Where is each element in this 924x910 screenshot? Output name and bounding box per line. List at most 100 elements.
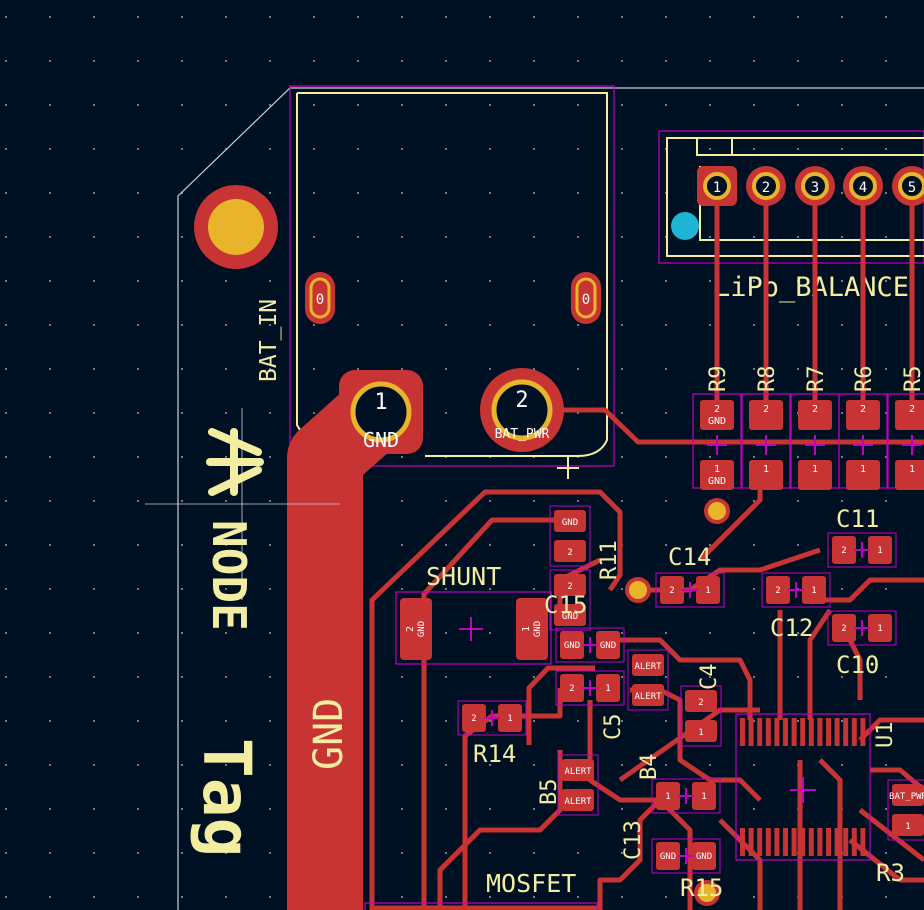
shunt-pad-2[interactable] bbox=[516, 598, 548, 660]
pad-label: 1 bbox=[507, 714, 512, 724]
ic-pin[interactable] bbox=[843, 828, 849, 856]
ref-c14: C14 bbox=[668, 543, 711, 571]
ic-pin[interactable] bbox=[765, 828, 771, 856]
smd-pad[interactable] bbox=[632, 654, 664, 676]
smd-pad[interactable] bbox=[554, 510, 586, 532]
balance-pin-number: 5 bbox=[908, 180, 916, 196]
smd-pad[interactable] bbox=[802, 576, 826, 604]
ic-pin[interactable] bbox=[834, 828, 840, 856]
smd-pad[interactable] bbox=[656, 782, 680, 810]
ic-pin[interactable] bbox=[740, 718, 745, 746]
smd-pad[interactable] bbox=[868, 614, 892, 642]
ic-pin[interactable] bbox=[765, 718, 771, 746]
pad-number: 1 bbox=[714, 464, 720, 475]
ic-pin[interactable] bbox=[740, 828, 745, 856]
ic-pin[interactable] bbox=[817, 718, 823, 746]
smd-pad[interactable] bbox=[685, 690, 717, 712]
ic-pin[interactable] bbox=[783, 828, 788, 856]
ic-pin[interactable] bbox=[800, 718, 806, 746]
ref-r6: R6 bbox=[852, 366, 877, 393]
ic-pin[interactable] bbox=[851, 828, 857, 856]
ic-pin[interactable] bbox=[783, 718, 788, 746]
ic-pin[interactable] bbox=[774, 828, 780, 856]
ic-pin[interactable] bbox=[748, 718, 754, 746]
ic-pin[interactable] bbox=[860, 718, 866, 746]
ic-pin[interactable] bbox=[808, 828, 814, 856]
svg-text:GND: GND bbox=[417, 621, 427, 637]
smd-pad[interactable] bbox=[562, 759, 594, 781]
mosfet-courtyard bbox=[364, 902, 598, 910]
ic-center-marker bbox=[790, 777, 816, 803]
smd-pad[interactable] bbox=[892, 784, 924, 806]
smd-pad[interactable] bbox=[554, 540, 586, 562]
pad-label: ALERT bbox=[564, 797, 592, 807]
smd-pad[interactable] bbox=[692, 842, 716, 870]
pad-number: 1 bbox=[909, 464, 915, 475]
smd-pad[interactable] bbox=[462, 704, 486, 732]
resistor-pad-bottom[interactable] bbox=[846, 460, 880, 490]
smd-pad[interactable] bbox=[554, 574, 586, 596]
ref-r7: R7 bbox=[804, 366, 829, 393]
mount-right-label: 0 bbox=[582, 292, 590, 308]
gnd-pour-label: GND bbox=[306, 698, 352, 770]
resistor-pad-bottom[interactable] bbox=[798, 460, 832, 490]
smd-pad[interactable] bbox=[685, 720, 717, 742]
ic-u1 bbox=[735, 713, 871, 861]
ic-pin[interactable] bbox=[808, 718, 814, 746]
smd-pad[interactable] bbox=[832, 536, 856, 564]
smd-pad[interactable] bbox=[692, 782, 716, 810]
pad-label: 1 bbox=[811, 586, 816, 596]
ic-pin[interactable] bbox=[826, 718, 831, 746]
resistor-pad-top[interactable] bbox=[700, 400, 734, 430]
pad-number: 2 bbox=[860, 404, 866, 415]
svg-text:2: 2 bbox=[405, 626, 416, 632]
ic-pin[interactable] bbox=[791, 828, 797, 856]
ic-pin[interactable] bbox=[757, 828, 763, 856]
pad-label: GND bbox=[562, 518, 578, 528]
resistor-pad-bottom[interactable] bbox=[700, 460, 734, 490]
pad-label: GND bbox=[660, 852, 676, 862]
smd-pad[interactable] bbox=[660, 576, 684, 604]
smd-pad[interactable] bbox=[562, 789, 594, 811]
smd-pad[interactable] bbox=[892, 814, 924, 836]
resistor-pad-bottom[interactable] bbox=[895, 460, 924, 490]
smd-pad[interactable] bbox=[596, 674, 620, 702]
smd-pad[interactable] bbox=[560, 674, 584, 702]
shunt-pad-1[interactable] bbox=[400, 598, 432, 660]
smd-pad[interactable] bbox=[560, 631, 584, 659]
smd-pad[interactable] bbox=[832, 614, 856, 642]
polarity-plus-marker bbox=[557, 457, 579, 479]
smd-pad[interactable] bbox=[868, 536, 892, 564]
smd-pad[interactable] bbox=[554, 604, 586, 626]
pad2-number: 2 bbox=[515, 388, 528, 413]
ref-c4: C4 bbox=[697, 664, 722, 691]
smd-pad[interactable] bbox=[696, 576, 720, 604]
pad-label: GND bbox=[562, 612, 578, 622]
smd-pad[interactable] bbox=[632, 684, 664, 706]
ic-pin[interactable] bbox=[860, 828, 866, 856]
smd-pad[interactable] bbox=[596, 631, 620, 659]
ref-r5: R5 bbox=[901, 366, 924, 393]
lipo-balance-label: LiPo_BALANCE bbox=[714, 272, 909, 303]
resistor-pad-top[interactable] bbox=[846, 400, 880, 430]
ic-pin[interactable] bbox=[800, 828, 806, 856]
smd-pad[interactable] bbox=[498, 704, 522, 732]
ref-r14: R14 bbox=[473, 740, 516, 768]
pad-net: GND bbox=[708, 476, 726, 487]
ic-pin[interactable] bbox=[817, 828, 823, 856]
ref-b4: B4 bbox=[637, 754, 662, 781]
smd-pad[interactable] bbox=[656, 842, 680, 870]
ic-pin[interactable] bbox=[826, 828, 831, 856]
ic-pin[interactable] bbox=[834, 718, 840, 746]
ic-pin[interactable] bbox=[791, 718, 797, 746]
ic-pin[interactable] bbox=[843, 718, 849, 746]
ic-pin[interactable] bbox=[851, 718, 857, 746]
smd-pad[interactable] bbox=[766, 576, 790, 604]
resistor-pad-top[interactable] bbox=[798, 400, 832, 430]
ic-pin[interactable] bbox=[757, 718, 763, 746]
resistor-pad-top[interactable] bbox=[895, 400, 924, 430]
resistor-pad-top[interactable] bbox=[749, 400, 783, 430]
ic-pin[interactable] bbox=[748, 828, 754, 856]
ic-pin[interactable] bbox=[774, 718, 780, 746]
